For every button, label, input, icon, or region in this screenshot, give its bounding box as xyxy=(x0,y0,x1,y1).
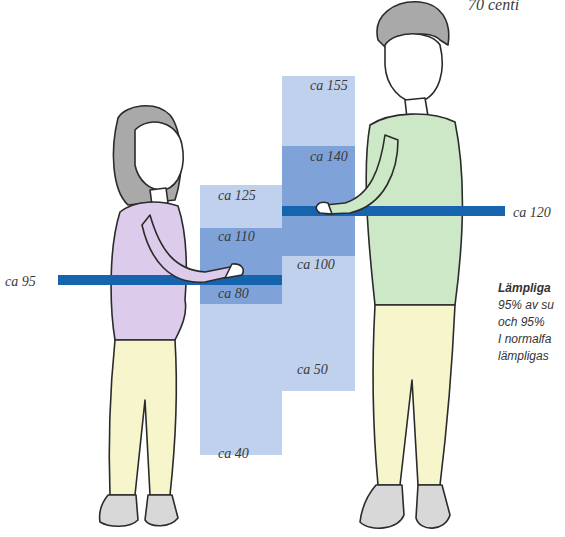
woman-hand xyxy=(225,264,243,278)
height-bar xyxy=(282,206,505,216)
dimension-label: ca 40 xyxy=(218,446,249,462)
dimension-label: ca 120 xyxy=(513,205,551,221)
dimension-label: ca 140 xyxy=(310,149,348,165)
dimension-label: 70 centi xyxy=(468,0,519,13)
woman-arm xyxy=(142,215,238,282)
side-note: lämpligas xyxy=(498,348,549,364)
height-bar xyxy=(58,275,282,285)
woman-figure xyxy=(100,106,187,526)
side-note: I normalfa xyxy=(498,331,551,347)
man-hand xyxy=(316,202,332,214)
dimension-label: ca 95 xyxy=(5,274,36,290)
dimension-label: ca 50 xyxy=(297,362,328,378)
dimension-label: ca 155 xyxy=(310,78,348,94)
dimension-label: ca 125 xyxy=(218,188,256,204)
side-note: Lämpliga xyxy=(498,280,551,296)
height-bands xyxy=(200,76,355,455)
side-note: och 95% xyxy=(498,314,545,330)
side-note: 95% av su xyxy=(498,297,554,313)
man-figure xyxy=(360,2,463,528)
dimension-label: ca 80 xyxy=(218,286,249,302)
man-arm xyxy=(325,135,398,214)
dimension-label: ca 100 xyxy=(297,257,335,273)
dimension-label: ca 110 xyxy=(218,229,255,245)
